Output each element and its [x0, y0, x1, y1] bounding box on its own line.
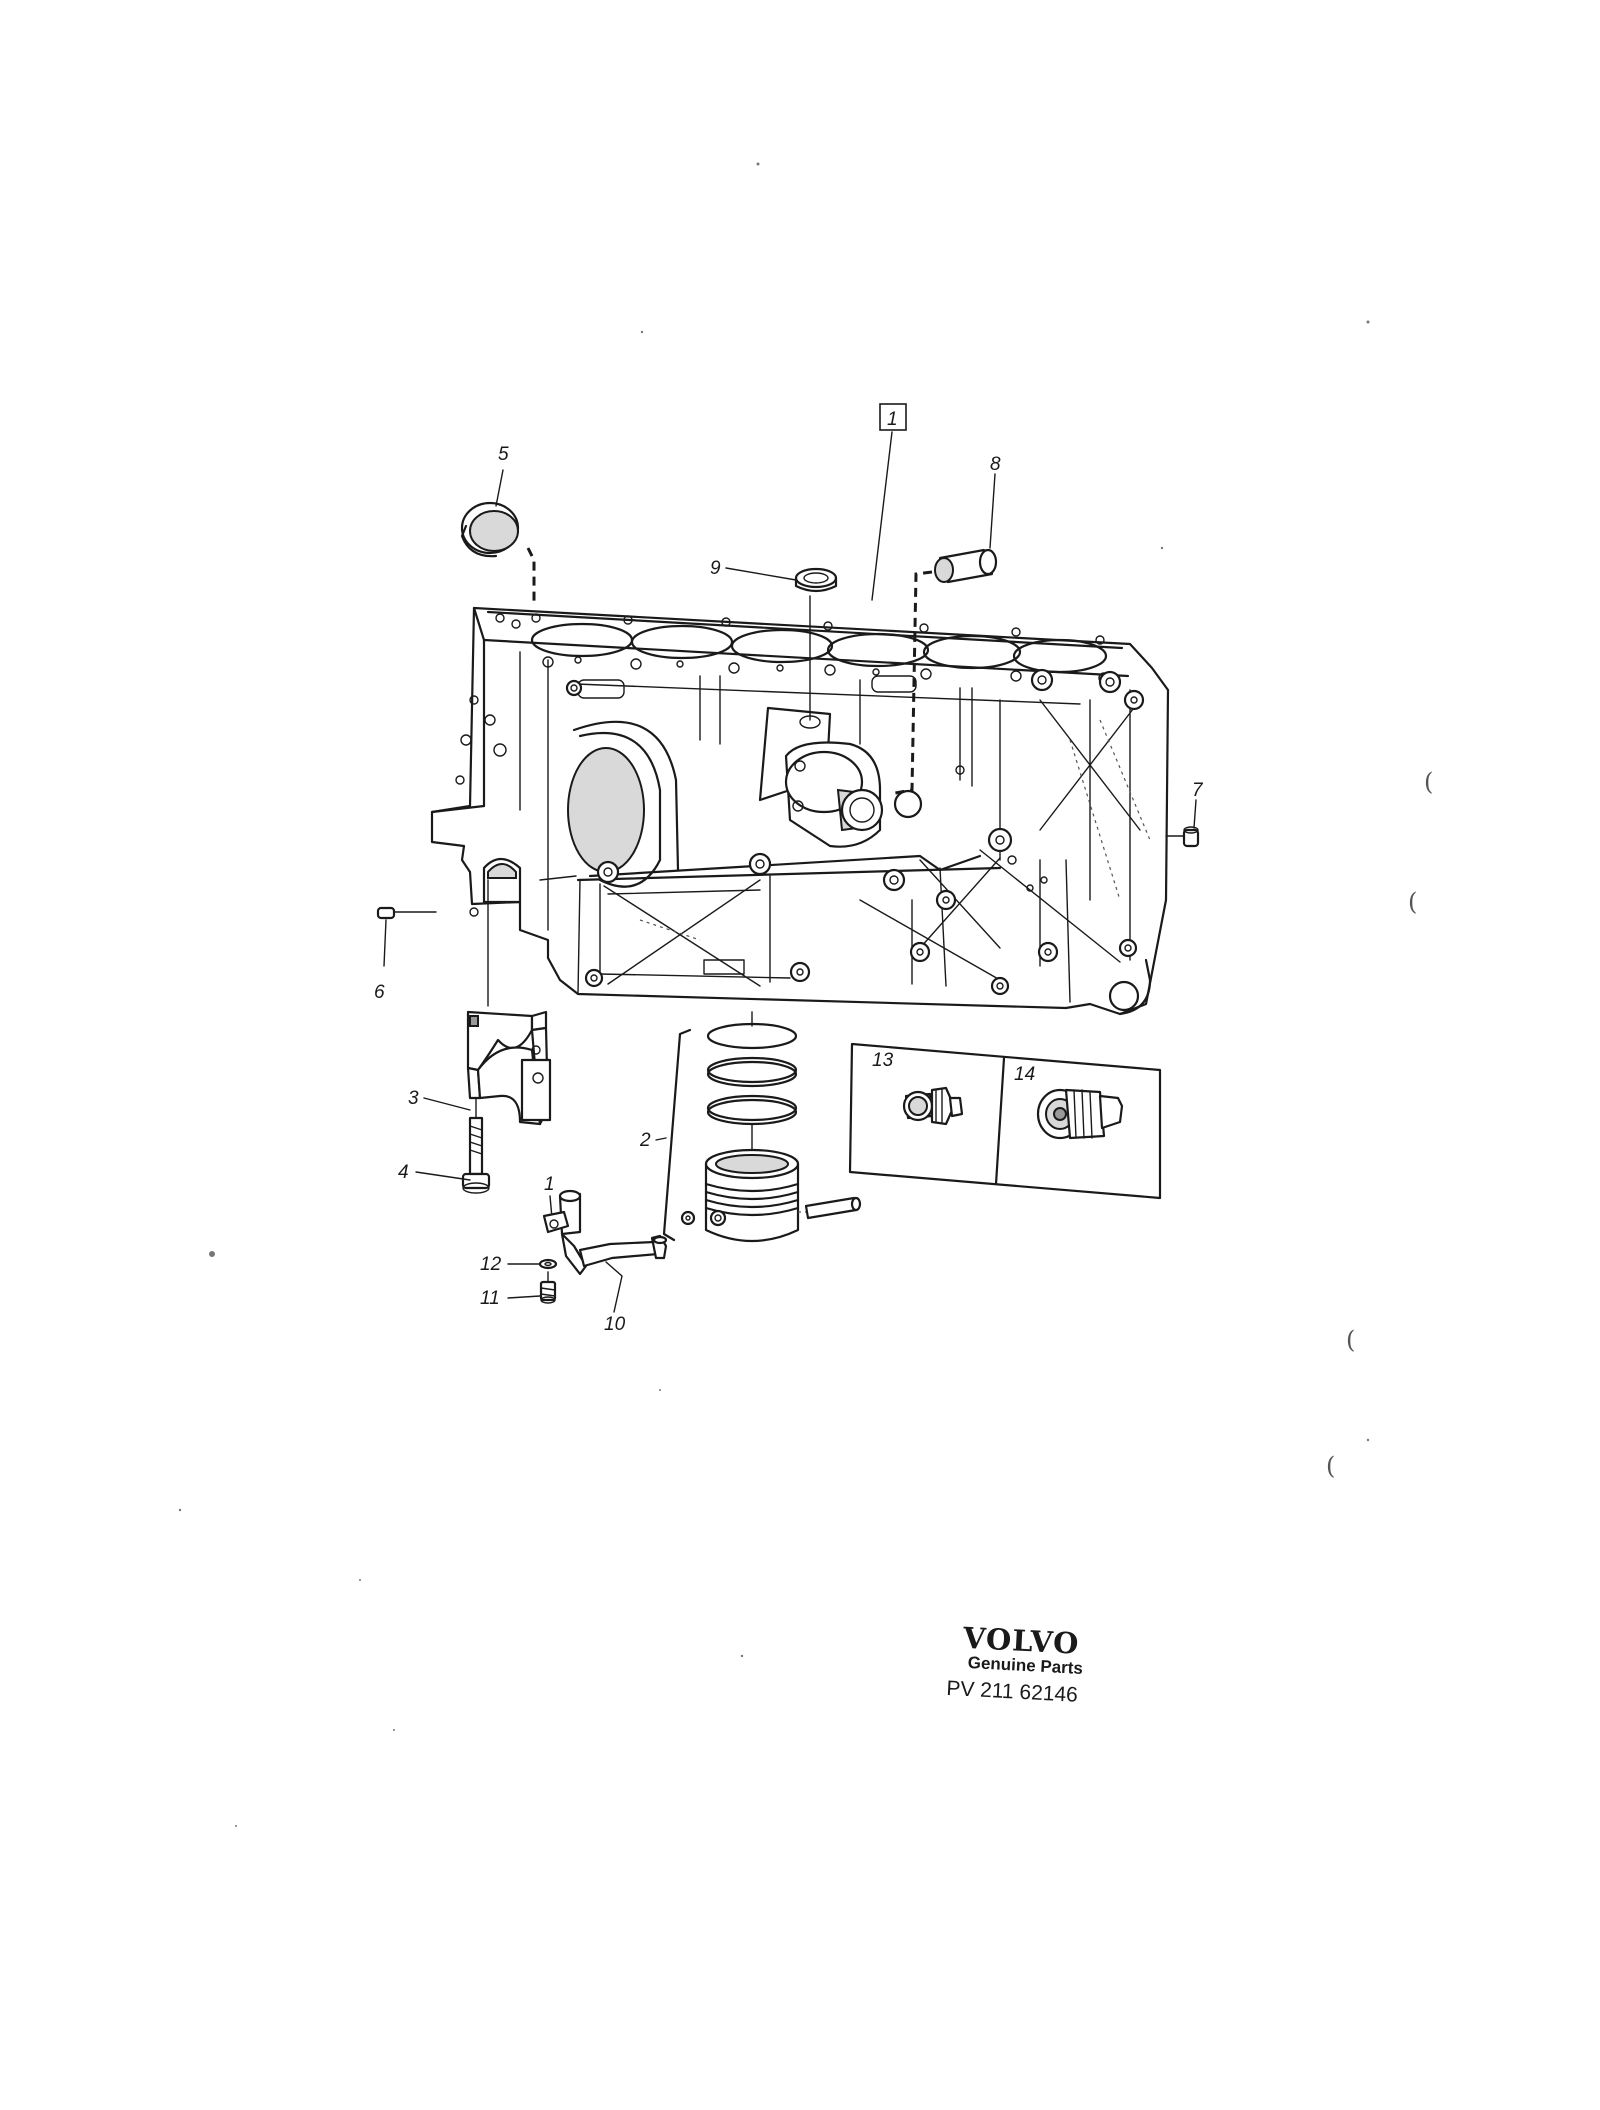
part-code: PV 211 62146 [946, 1677, 1079, 1707]
dowel-left [376, 906, 437, 920]
volvo-logo-block: VOLVO Genuine Parts PV 211 62146 [946, 1621, 1084, 1707]
leader-lines [383, 431, 1197, 1313]
callout-8: 8 [990, 454, 1001, 475]
nozzle-washer [538, 1258, 558, 1270]
callout-13: 13 [872, 1050, 894, 1071]
margin-mark-2: ( [1408, 888, 1417, 916]
boss-bolts [565, 668, 1145, 996]
bearing-cap [466, 879, 552, 1126]
callout-1: 1 [887, 409, 898, 430]
engine-block [430, 606, 1170, 1016]
callout-box-1 [879, 403, 907, 431]
callout-11: 11 [480, 1288, 500, 1309]
cap-bolt [461, 1097, 491, 1194]
margin-marks: ( ( ( ( [1326, 768, 1433, 1480]
callout-10: 10 [604, 1314, 626, 1335]
deck-holes [495, 613, 1110, 684]
callout-4: 4 [398, 1162, 409, 1183]
margin-mark-1: ( [1424, 768, 1433, 796]
callout-5: 5 [498, 444, 509, 465]
oil-nozzle [542, 1189, 668, 1276]
core-plug [460, 501, 536, 606]
callout-7: 7 [1192, 780, 1204, 801]
nozzle-screw [539, 1271, 557, 1304]
scan-specks [178, 162, 1370, 1827]
callout-2: 2 [639, 1130, 651, 1151]
callout-nozzle-1: 1 [544, 1174, 555, 1195]
sleeve [889, 548, 998, 796]
callout-labels: 1 2 3 4 5 6 7 8 9 10 11 12 13 14 1 [374, 403, 1204, 1335]
callout-14: 14 [1014, 1064, 1035, 1085]
callout-3: 3 [408, 1088, 419, 1109]
seal-ring [794, 567, 838, 721]
oil-plug-14 [1036, 1088, 1124, 1140]
margin-mark-3: ( [1346, 1326, 1355, 1354]
callout-9: 9 [710, 558, 721, 579]
plug-right [1165, 826, 1200, 848]
callout-12: 12 [480, 1254, 502, 1275]
volvo-wordmark: VOLVO [961, 1621, 1080, 1661]
margin-mark-4: ( [1326, 1452, 1335, 1480]
inset-panel [848, 1042, 1162, 1200]
callout-6: 6 [374, 982, 385, 1003]
oil-plug-13 [902, 1086, 964, 1126]
piston-assembly [662, 1011, 862, 1243]
